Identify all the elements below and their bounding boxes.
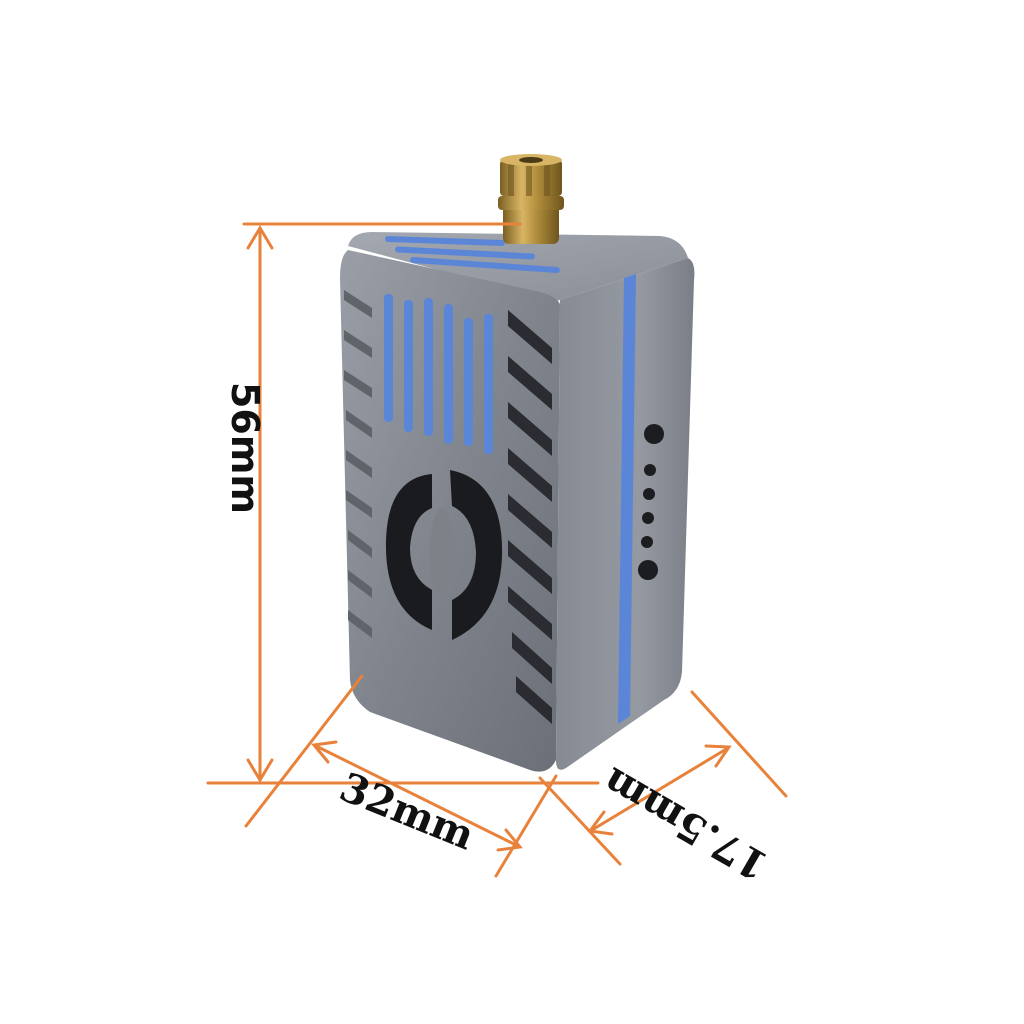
- led-hole: [642, 512, 654, 524]
- button-hole: [638, 560, 658, 580]
- case-front-face: [340, 250, 560, 772]
- width-arrow-left: [311, 740, 338, 764]
- depth-arrow-left: [587, 810, 614, 836]
- depth-extension-left: [538, 776, 622, 866]
- depth-arrow-right: [704, 744, 732, 768]
- front-vertical-slots: [384, 294, 493, 454]
- dimension-annotations: [206, 222, 788, 878]
- port-hole: [644, 424, 664, 444]
- left-edge-grooves: [344, 290, 372, 638]
- sma-antenna-connector: [498, 154, 564, 244]
- height-arrow-top: [246, 225, 274, 250]
- led-hole: [644, 464, 656, 476]
- depth-label: 17.5mm: [595, 758, 776, 890]
- depth-extension-right: [690, 690, 788, 798]
- side-ports: [638, 424, 664, 580]
- width-extension-left: [244, 674, 364, 828]
- height-arrow-bottom: [246, 758, 274, 783]
- width-label: 32mm: [333, 763, 481, 859]
- width-extension-right: [494, 774, 558, 878]
- width-dimension-line: [314, 744, 520, 848]
- width-arrow-right: [496, 828, 523, 852]
- top-vents: [385, 236, 560, 274]
- depth-dimension-line: [590, 746, 730, 832]
- front-diagonal-vents: [508, 310, 552, 724]
- led-hole: [643, 488, 655, 500]
- height-label: 56mm: [223, 382, 267, 514]
- fan-opening: [385, 470, 503, 640]
- video-transmitter-device: [340, 154, 695, 772]
- led-hole: [641, 536, 653, 548]
- side-accent-stripe: [618, 274, 636, 724]
